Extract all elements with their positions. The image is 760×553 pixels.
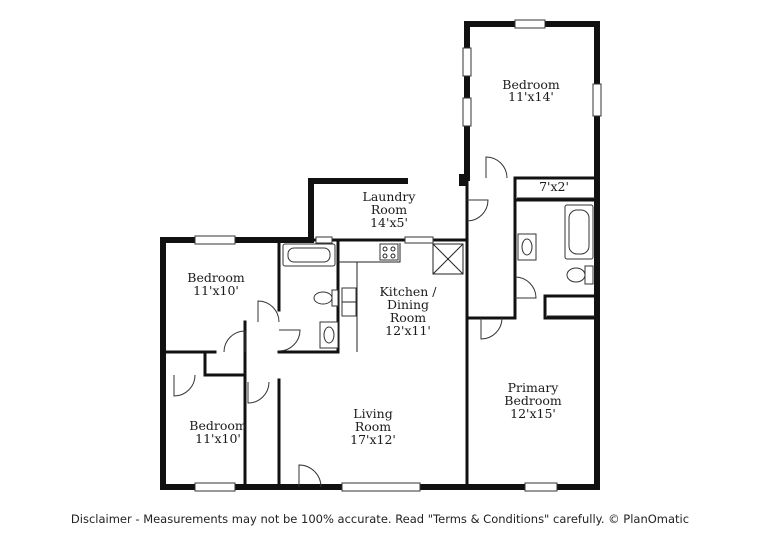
kitchen-counter	[357, 243, 401, 263]
label-kitchen-name2: Dining	[387, 297, 429, 312]
utility-cross	[432, 243, 464, 275]
burner	[390, 253, 396, 259]
disclaimer-text: Disclaimer - Measurements may not be 100…	[70, 512, 690, 526]
label-closet-dim: 7'x2'	[539, 179, 569, 194]
label-kitchen-name1: Kitchen /	[379, 284, 437, 299]
door	[485, 156, 508, 179]
label-laundry-dim: 14'x5'	[370, 215, 408, 230]
sink-basin	[323, 326, 335, 344]
window	[592, 83, 602, 117]
label-living-name2: Room	[355, 419, 391, 434]
window	[315, 236, 333, 244]
label-living-dim: 17'x12'	[350, 432, 396, 447]
door	[466, 199, 489, 222]
window	[404, 236, 434, 244]
utility-closet	[432, 243, 464, 275]
window	[524, 482, 558, 492]
door	[247, 381, 270, 404]
label-bedroom-bottom-dim: 11'x10'	[195, 431, 241, 446]
wall-stub	[459, 174, 467, 186]
doors	[173, 156, 537, 488]
room-labels: Bedroom 11'x14' 7'x2' Laundry Room 14'x5…	[187, 77, 569, 447]
door	[223, 330, 246, 353]
stove	[379, 243, 399, 261]
label-kitchen-name3: Room	[390, 310, 426, 325]
windows	[194, 19, 602, 492]
label-laundry-name2: Room	[371, 202, 407, 217]
window	[514, 19, 546, 29]
door	[480, 317, 503, 340]
door	[173, 374, 196, 397]
label-bedroom-top-dim: 11'x14'	[508, 89, 554, 104]
burner	[382, 246, 388, 252]
burner	[390, 246, 396, 252]
bathtub-inner	[287, 247, 331, 263]
window	[194, 235, 236, 245]
toilet-tank	[331, 289, 339, 307]
wall-laundry	[308, 178, 408, 243]
window	[194, 482, 236, 492]
toilet-bowl	[566, 267, 586, 283]
label-bedroom-left-name: Bedroom	[187, 270, 245, 285]
window	[462, 97, 472, 127]
wall-left	[160, 237, 472, 490]
front-door	[298, 464, 322, 488]
window	[341, 482, 421, 492]
label-primary-name1: Primary	[508, 380, 560, 395]
toilet-bowl	[313, 291, 333, 305]
label-living-name1: Living	[353, 406, 392, 421]
label-primary-dim: 12'x15'	[510, 406, 556, 421]
door	[514, 276, 537, 299]
bathtub-inner	[568, 209, 590, 255]
label-bedroom-left-dim: 11'x10'	[193, 283, 239, 298]
door	[257, 300, 280, 323]
label-bedroom-bottom-name: Bedroom	[189, 418, 247, 433]
label-primary-name2: Bedroom	[504, 393, 562, 408]
sink-basin	[521, 238, 533, 256]
label-kitchen-dim: 12'x11'	[385, 323, 431, 338]
window	[462, 47, 472, 77]
fixtures	[282, 197, 595, 352]
label-bedroom-top-name: Bedroom	[502, 77, 560, 92]
toilet-tank	[584, 265, 594, 285]
burner	[382, 253, 388, 259]
door	[278, 329, 301, 352]
label-laundry-name1: Laundry	[363, 189, 417, 204]
